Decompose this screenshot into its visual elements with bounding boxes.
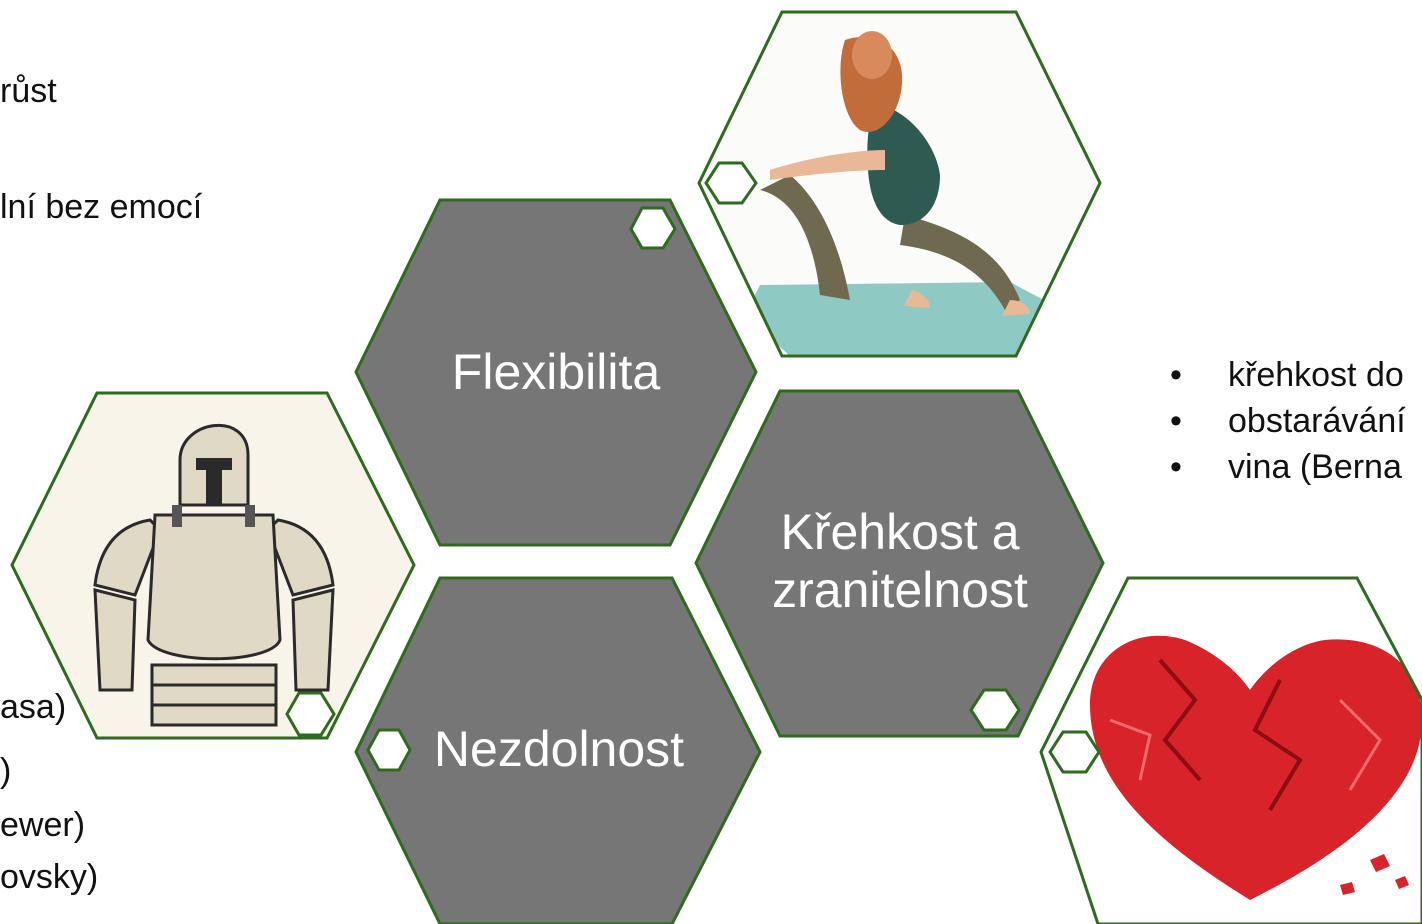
left-text-ewer: ewer): [0, 806, 85, 845]
label-krehkost-line-1: Křehkost a: [740, 503, 1060, 561]
bullet-item: •vina (Berna: [1170, 444, 1406, 490]
bullet-item: •obstarávání: [1170, 398, 1406, 444]
small-hex-heart: [1050, 732, 1099, 772]
left-text-paren: ): [0, 752, 11, 791]
left-text-ovsky: ovsky): [0, 858, 98, 897]
label-nezdolnost: Nezdolnost: [414, 720, 704, 778]
label-krehkost-line-2: zranitelnost: [740, 561, 1060, 619]
left-text-bez-emoci: lní bez emocí: [0, 188, 202, 227]
bullet-dot: •: [1170, 398, 1228, 444]
bullet-dot: •: [1170, 352, 1228, 398]
bullet-text: obstarávání: [1228, 402, 1406, 440]
bullet-text: vina (Berna: [1228, 448, 1402, 486]
bullet-item: •křehkost do: [1170, 352, 1406, 398]
left-text-rust: růst: [0, 72, 57, 111]
label-krehkost: Křehkost a zranitelnost: [740, 503, 1060, 619]
right-bullet-list: •křehkost do •obstarávání •vina (Berna: [1170, 352, 1406, 490]
small-hex-nezdolnost: [368, 730, 410, 770]
bullet-text: křehkost do: [1228, 356, 1404, 394]
left-text-asa: asa): [0, 688, 66, 727]
label-flexibilita: Flexibilita: [400, 343, 712, 401]
bullet-dot: •: [1170, 444, 1228, 490]
